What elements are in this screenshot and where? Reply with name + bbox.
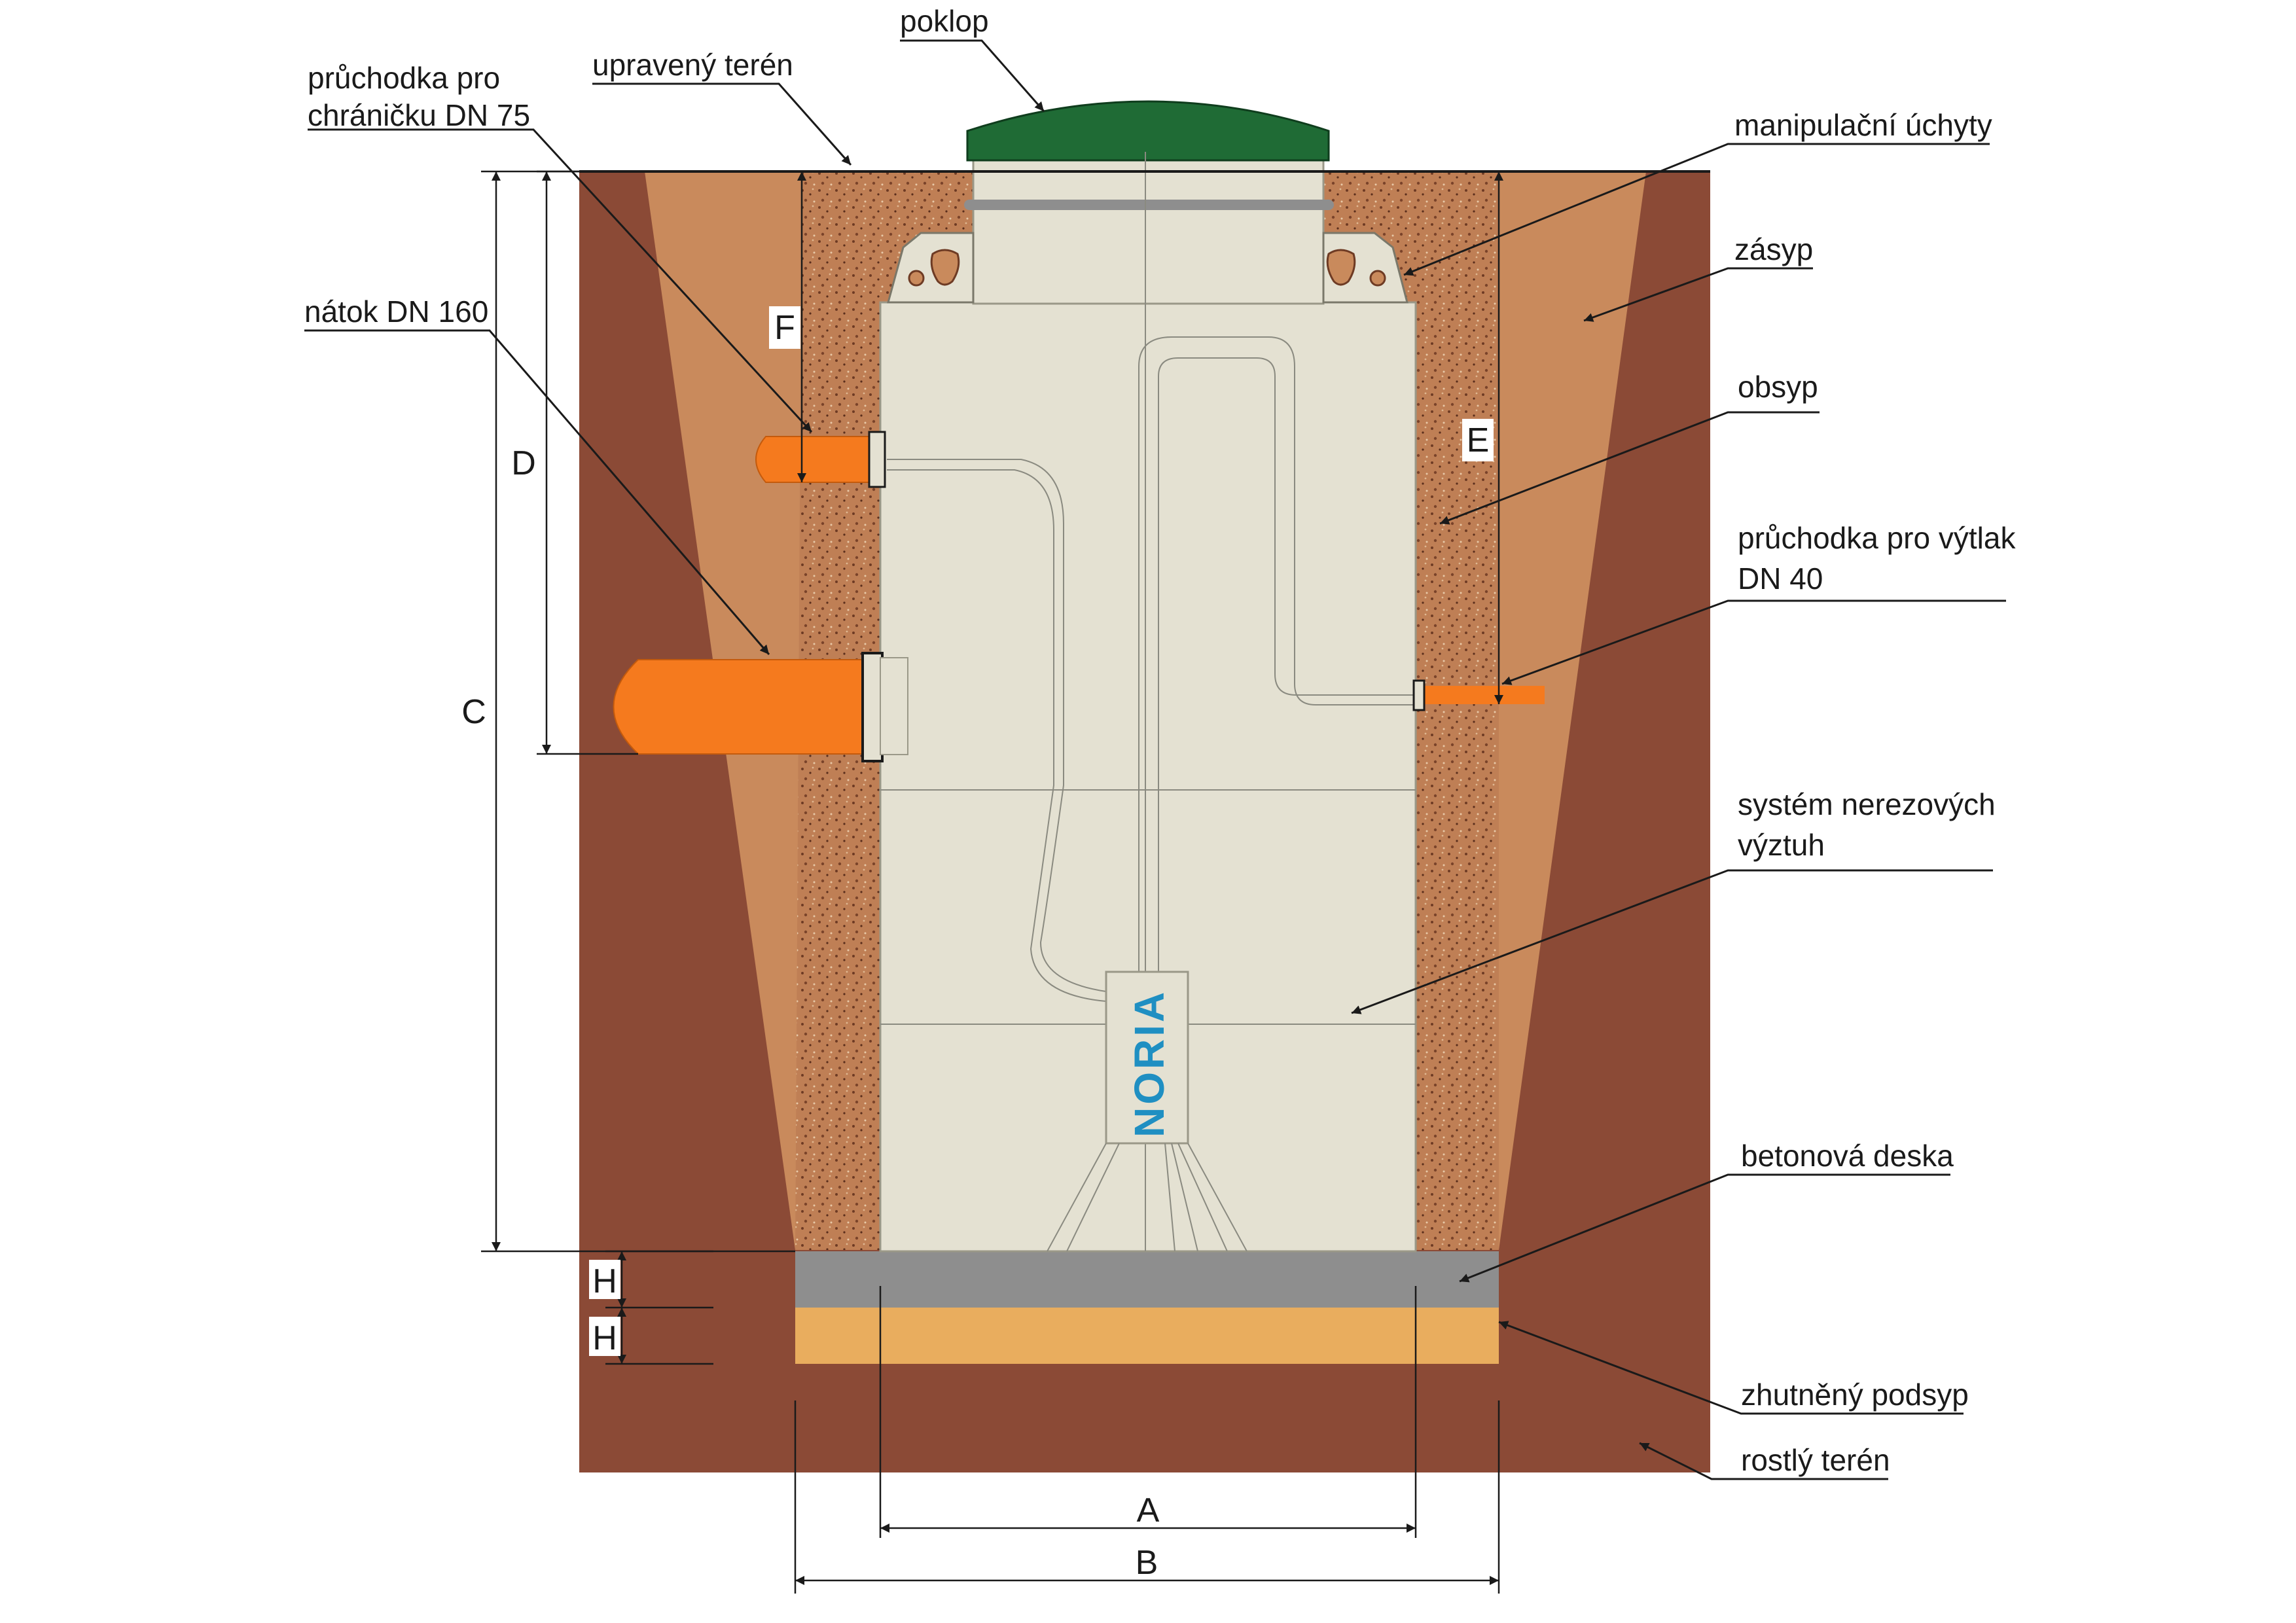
- tank-neck: [972, 151, 1325, 305]
- leader-natok: [304, 329, 770, 655]
- lid-poklop: [966, 100, 1330, 162]
- leader-betonova-deska: [1459, 1173, 1950, 1283]
- leader-pruchodka-vytlak: [1501, 599, 2006, 685]
- dim-label-b: B: [1136, 1544, 1158, 1582]
- dim-label-h2: H: [592, 1319, 617, 1357]
- discharge-pipe-dn40: [1422, 686, 1545, 704]
- inlet-sleeve: [861, 652, 884, 762]
- leader-system-vyztuh: [1351, 869, 1993, 1014]
- label-rostly-teren: rostlý terén: [1741, 1443, 1890, 1477]
- lug-pin-left: [908, 270, 925, 287]
- dim-label-a: A: [1137, 1491, 1160, 1529]
- pump-legs: [1047, 1143, 1247, 1252]
- pump-unit: [1105, 971, 1189, 1145]
- neck-ring: [964, 200, 1334, 210]
- dim-label-h1: H: [592, 1262, 617, 1300]
- label-upraveny-teren: upravený terén: [592, 48, 793, 82]
- leader-poklop: [900, 39, 1045, 112]
- dimension-d: D: [507, 170, 638, 755]
- dim-label-c: C: [461, 693, 486, 731]
- dim-label-e: E: [1467, 421, 1490, 459]
- leader-pruchodka-chranicka: [308, 128, 813, 433]
- conduit-sleeve: [868, 431, 886, 488]
- label-poklop: poklop: [900, 4, 989, 38]
- conduit-pipe-dn75: [755, 436, 870, 483]
- leader-rostly-teren: [1639, 1442, 1888, 1480]
- leader-upraveny-teren: [592, 82, 852, 166]
- inlet-pipe-dn160: [613, 659, 863, 755]
- dimension-e: E: [1462, 171, 1503, 704]
- cable-conduit-inner: [887, 469, 1107, 1002]
- lug-pin-right: [1369, 270, 1386, 287]
- discharge-riser: [1138, 336, 1414, 975]
- concrete-slab: [795, 1251, 1499, 1308]
- label-betonova-deska: betonová deska: [1741, 1139, 1954, 1173]
- label-obsyp: obsyp: [1738, 370, 1818, 404]
- discharge-riser-inner: [1158, 357, 1414, 975]
- dimension-h-slab: H: [589, 1250, 713, 1309]
- dimension-h-subbase: H: [589, 1308, 713, 1365]
- label-natok: nátok DN 160: [304, 294, 488, 329]
- dimension-a: A: [879, 1286, 1417, 1538]
- label-pruchodka-chranicka-1: průchodka pro: [308, 61, 500, 95]
- discharge-sleeve: [1412, 679, 1426, 711]
- label-pruchodka-chranicka-2: chráničku DN 75: [308, 98, 530, 132]
- leader-zasyp: [1583, 267, 1813, 322]
- lug-hole-left: [930, 249, 960, 286]
- label-zasyp: zásyp: [1734, 232, 1813, 266]
- label-zhutneny-podsyp: zhutněný podsyp: [1741, 1378, 1969, 1412]
- dim-label-d: D: [511, 444, 536, 482]
- label-system-1: systém nerezových: [1738, 787, 1996, 821]
- leader-zhutneny-podsyp: [1498, 1321, 1964, 1415]
- dim-label-f: F: [774, 309, 795, 347]
- leader-obsyp: [1439, 411, 1820, 525]
- inlet-socket: [880, 657, 908, 755]
- label-manipulacni-uchyty: manipulační úchyty: [1734, 108, 1992, 142]
- cable-conduit: [887, 459, 1107, 992]
- label-pruchodka-vytlak-2: DN 40: [1738, 562, 1823, 596]
- lug-hole-right: [1326, 249, 1356, 286]
- noria-logo: NORIA: [1126, 990, 1173, 1137]
- dimension-f: F: [769, 171, 806, 482]
- label-pruchodka-vytlak-1: průchodka pro výtlak: [1738, 521, 2016, 555]
- compacted-subbase: [795, 1308, 1499, 1364]
- label-system-2: výztuh: [1738, 828, 1825, 862]
- leader-manipulacni-uchyty: [1403, 143, 1990, 276]
- dimension-b: B: [794, 1400, 1500, 1594]
